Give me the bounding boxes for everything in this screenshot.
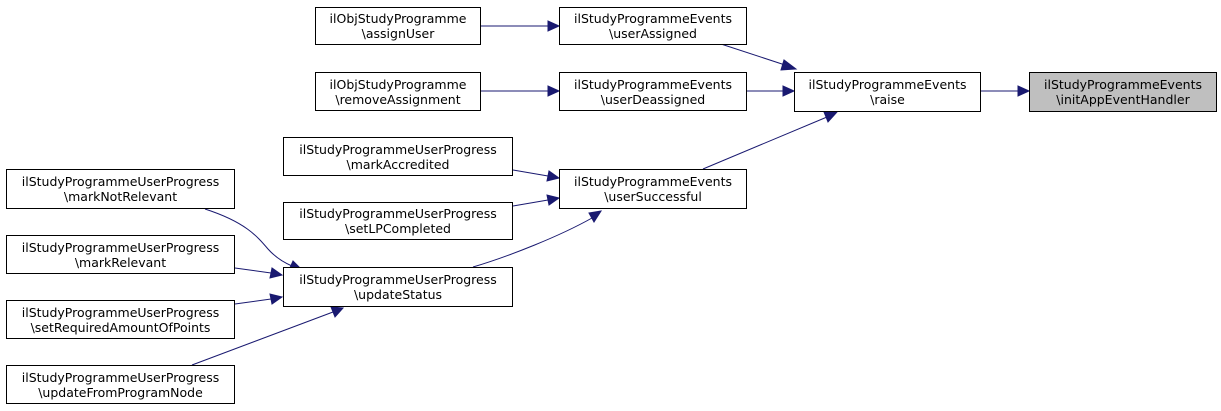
node-raise-class: ilStudyProgrammeEvents: [808, 77, 967, 92]
node-user-assigned[interactable]: ilStudyProgrammeEvents \userAssigned: [559, 7, 747, 45]
edge-user-assigned-to-raise: [720, 43, 786, 66]
node-assign-user-method: \assignUser: [361, 26, 435, 41]
node-user-assigned-method: \userAssigned: [608, 26, 697, 41]
node-set-lp-completed-class: ilStudyProgrammeUserProgress: [299, 206, 497, 221]
node-user-assigned-class: ilStudyProgrammeEvents: [574, 11, 732, 26]
node-assign-user-class: ilObjStudyProgramme: [329, 11, 467, 26]
node-update-status-method: \updateStatus: [353, 287, 443, 302]
arrowhead-raise-from-user-successful: [823, 111, 839, 123]
node-remove-assignment[interactable]: ilObjStudyProgramme \removeAssignment: [315, 72, 481, 111]
edge-mark-relevant-to-update-status: [234, 267, 272, 274]
node-mark-relevant[interactable]: ilStudyProgrammeUserProgress \markReleva…: [6, 235, 235, 274]
node-raise-method: \raise: [870, 92, 905, 107]
arrowhead-user-deassigned: [547, 85, 561, 97]
edge-mark-accredited-to-user-successful: [512, 169, 549, 177]
edge-set-required-amount-of-points-to-update-status: [234, 298, 272, 305]
node-user-successful[interactable]: ilStudyProgrammeEvents \userSuccessful: [559, 169, 747, 209]
node-assign-user[interactable]: ilObjStudyProgramme \assignUser: [315, 7, 481, 45]
node-mark-not-relevant-class: ilStudyProgrammeUserProgress: [21, 174, 220, 189]
arrowhead-raise-from-user-assigned: [780, 59, 798, 71]
node-init-app-event-handler-class: ilStudyProgrammeEvents: [1044, 77, 1202, 92]
arrowhead-init-app-event-handler: [1017, 85, 1031, 97]
edge-update-status-to-user-successful: [472, 217, 593, 268]
node-user-successful-method: \userSuccessful: [604, 189, 702, 204]
arrowhead-user-assigned: [547, 20, 561, 32]
node-user-successful-class: ilStudyProgrammeEvents: [574, 174, 732, 189]
node-update-from-program-node-method: \updateFromProgramNode: [38, 384, 203, 400]
arrowhead-update-status-from-mark-relevant: [269, 267, 284, 279]
edge-update-from-program-node-to-update-status: [191, 311, 334, 366]
node-init-app-event-handler[interactable]: ilStudyProgrammeEvents \initAppEventHand…: [1029, 72, 1217, 112]
arrowhead-update-status-from-update-from-program-node: [330, 306, 345, 318]
edge-set-lp-completed-to-user-successful: [512, 199, 549, 207]
node-user-deassigned[interactable]: ilStudyProgrammeEvents \userDeassigned: [559, 72, 747, 111]
node-mark-relevant-method: \markRelevant: [74, 254, 167, 270]
node-remove-assignment-method: \removeAssignment: [335, 91, 461, 107]
node-mark-accredited-method: \markAccredited: [346, 156, 450, 172]
arrowhead-user-successful-from-set-lp-completed: [546, 194, 561, 206]
node-mark-accredited-class: ilStudyProgrammeUserProgress: [299, 141, 497, 157]
node-set-required-amount-of-points-class: ilStudyProgrammeUserProgress: [21, 304, 220, 320]
arrowhead-user-successful-from-mark-accredited: [546, 170, 561, 182]
node-update-status-class: ilStudyProgrammeUserProgress: [299, 272, 497, 287]
node-mark-not-relevant[interactable]: ilStudyProgrammeUserProgress \markNotRel…: [6, 169, 235, 209]
node-remove-assignment-class: ilObjStudyProgramme: [329, 76, 467, 92]
node-init-app-event-handler-method: \initAppEventHandler: [1056, 92, 1190, 107]
node-set-lp-completed-method: \setLPCompleted: [345, 221, 451, 236]
node-update-status[interactable]: ilStudyProgrammeUserProgress \updateStat…: [283, 267, 513, 307]
node-raise[interactable]: ilStudyProgrammeEvents \raise: [794, 72, 981, 112]
arrowhead-update-status-from-set-required-amount-of-points: [269, 293, 284, 305]
node-update-from-program-node-class: ilStudyProgrammeUserProgress: [21, 369, 220, 385]
edge-user-successful-to-raise: [702, 116, 828, 170]
node-set-lp-completed[interactable]: ilStudyProgrammeUserProgress \setLPCompl…: [283, 202, 513, 240]
edge-mark-not-relevant-to-update-status: [204, 208, 293, 267]
node-user-deassigned-method: \userDeassigned: [600, 91, 706, 107]
node-set-required-amount-of-points[interactable]: ilStudyProgrammeUserProgress \setRequire…: [6, 300, 235, 339]
node-update-from-program-node[interactable]: ilStudyProgrammeUserProgress \updateFrom…: [6, 365, 235, 404]
node-user-deassigned-class: ilStudyProgrammeEvents: [574, 76, 732, 92]
node-mark-accredited[interactable]: ilStudyProgrammeUserProgress \markAccred…: [283, 137, 513, 176]
arrowhead-raise-from-user-deassigned: [782, 85, 796, 97]
node-mark-not-relevant-method: \markNotRelevant: [63, 189, 178, 204]
arrowhead-user-successful-from-update-status: [588, 210, 603, 223]
node-mark-relevant-class: ilStudyProgrammeUserProgress: [21, 239, 220, 255]
node-set-required-amount-of-points-method: \setRequiredAmountOfPoints: [30, 319, 211, 335]
